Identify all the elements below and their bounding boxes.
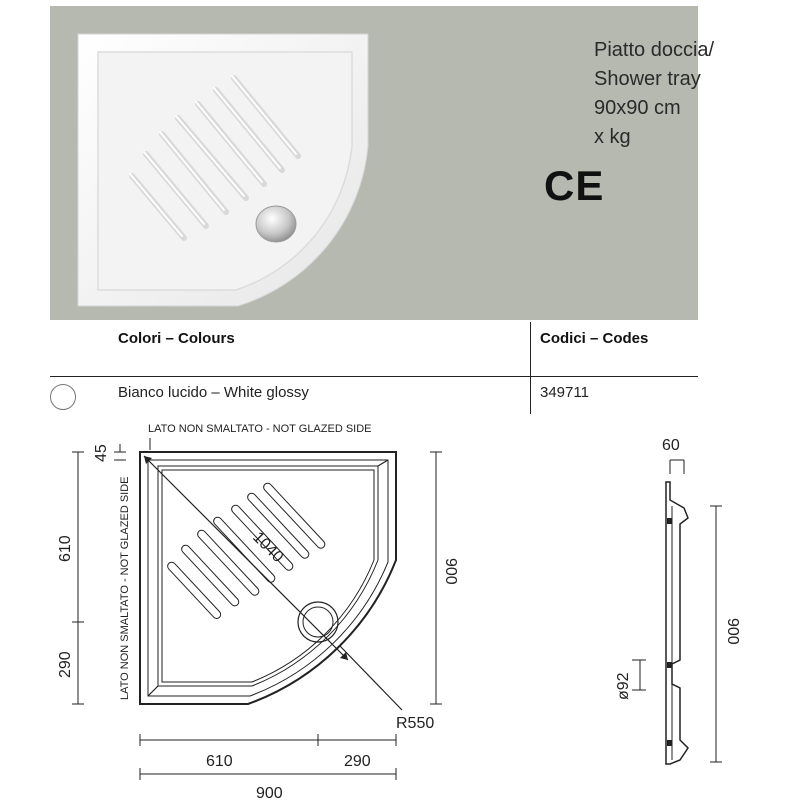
- plan-inner-basin: [157, 465, 379, 687]
- dim-900-right: 900: [442, 558, 459, 585]
- colours-header: Colori – Colours: [118, 330, 235, 347]
- table-column-divider: [530, 322, 531, 414]
- ce-mark-icon: CE: [544, 162, 605, 209]
- drain-icon: [255, 205, 297, 243]
- codes-header: Codici – Codes: [540, 330, 649, 347]
- dim-45: 45: [93, 444, 110, 462]
- plan-grooves: [167, 482, 326, 619]
- dim-290-left: 290: [57, 651, 74, 678]
- title-line: x kg: [594, 126, 631, 148]
- dim-900-side: 900: [724, 618, 741, 645]
- plan-drain: [297, 601, 339, 643]
- plan-outer-outline: [139, 451, 397, 705]
- product-title: Piatto doccia/ Shower tray 90x90 cm x kg: [594, 36, 714, 152]
- table-header-divider: [50, 376, 698, 377]
- dim-60: 60: [662, 437, 680, 454]
- plan-rim-line: [147, 459, 389, 697]
- dim-610-left: 610: [57, 535, 74, 562]
- title-line: Piatto doccia/: [594, 39, 715, 61]
- dim-900-bottom: 900: [256, 785, 283, 800]
- dim-290-bottom: 290: [344, 753, 371, 770]
- radius-leader-line: [339, 645, 403, 711]
- colour-code: 349711: [540, 384, 589, 401]
- side-not-glazed-label: LATO NON SMALTATO - NOT GLAZED SIDE: [119, 476, 131, 700]
- dim-610-bottom: 610: [206, 753, 233, 770]
- dim-d92: ø92: [615, 672, 632, 700]
- technical-drawing: LATO NON SMALTATO - NOT GLAZED SIDE LATO…: [57, 423, 741, 800]
- product-photo-panel: Piatto doccia/ Shower tray 90x90 cm x kg…: [50, 6, 714, 320]
- side-profile: [665, 481, 689, 765]
- diagonal-dimension-line: [143, 455, 349, 661]
- dim-r550: R550: [396, 715, 434, 732]
- white-glossy-swatch: [50, 384, 76, 410]
- top-not-glazed-label: LATO NON SMALTATO - NOT GLAZED SIDE: [148, 423, 372, 435]
- colour-name: Bianco lucido – White glossy: [118, 384, 309, 401]
- title-line: 90x90 cm: [594, 97, 681, 119]
- shower-tray-photo: [77, 33, 369, 307]
- title-line: Shower tray: [594, 68, 701, 90]
